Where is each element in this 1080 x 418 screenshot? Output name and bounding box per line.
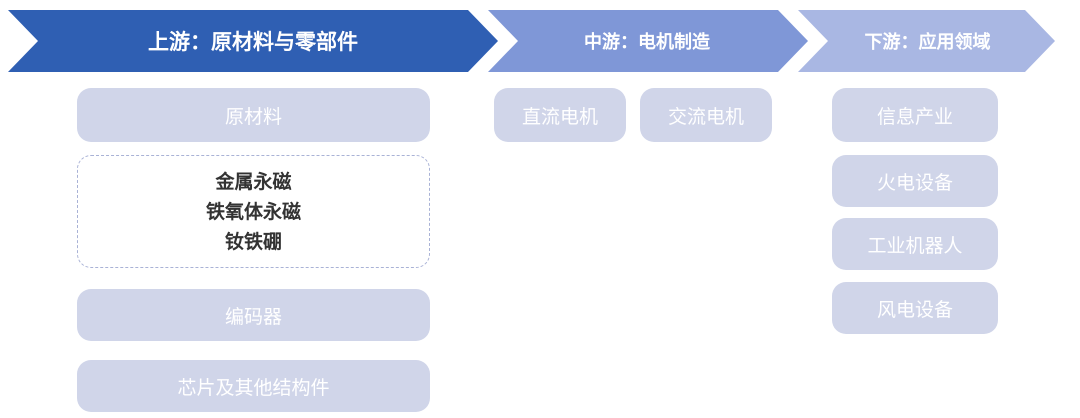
metal-magnet-text: 金属永磁: [215, 170, 292, 193]
downstream-stage-label: 下游：应用领域: [864, 32, 991, 53]
magnet-materials-group: 金属永磁 铁氧体永磁 钕铁硼: [77, 155, 430, 268]
raw-materials-box: 原材料: [77, 88, 430, 142]
ndfeb-text: 钕铁硼: [224, 230, 282, 253]
industrial-robot-box: 工业机器人: [832, 218, 998, 270]
downstream-arrow: [798, 10, 1055, 72]
midstream-arrow: [488, 10, 808, 72]
encoder-box: 编码器: [77, 289, 430, 341]
chips-structures-box: 芯片及其他结构件: [77, 360, 430, 412]
ac-motor-box: 交流电机: [640, 88, 772, 142]
info-industry-box: 信息产业: [832, 88, 998, 142]
dc-motor-box: 直流电机: [494, 88, 626, 142]
value-chain-arrows: [8, 10, 1055, 72]
upstream-arrow: [8, 10, 498, 72]
midstream-stage-label: 中游：电机制造: [584, 32, 710, 53]
wind-power-box: 风电设备: [832, 282, 998, 334]
ferrite-magnet-text: 铁氧体永磁: [205, 200, 301, 223]
thermal-power-box: 火电设备: [832, 155, 998, 207]
upstream-stage-label: 上游：原材料与零部件: [148, 30, 358, 54]
